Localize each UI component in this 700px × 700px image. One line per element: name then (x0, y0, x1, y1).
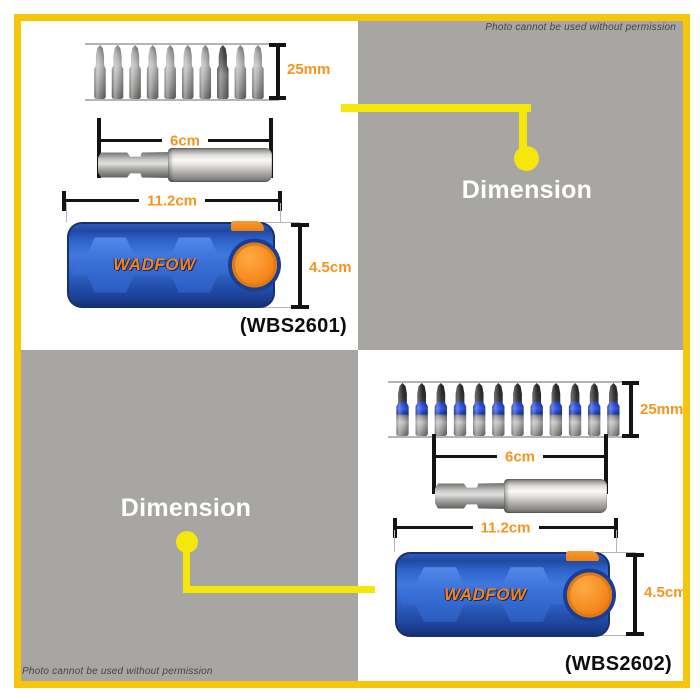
callout-connector-line (519, 104, 527, 150)
callout-connector-line (183, 586, 375, 593)
case-height-bracket (626, 553, 644, 636)
watermark-text: Photo cannot be used without permission (485, 22, 676, 33)
dimension-tick (269, 118, 273, 178)
model-number: (WBS2601) (239, 315, 347, 337)
dimension-callout-panel-bottom (21, 350, 358, 681)
screwdriver-bit (129, 45, 141, 99)
case-width-dimension: 11.2cm (62, 191, 282, 211)
callout-connector-line (341, 104, 531, 112)
case-knob (232, 242, 277, 288)
screwdriver-bit (396, 383, 409, 436)
screwdriver-bit (181, 45, 194, 99)
holder-length-dimension: 6cm (432, 434, 608, 494)
watermark-text: Photo cannot be used without permission (22, 666, 213, 677)
bits-row (395, 383, 621, 436)
screwdriver-bit (146, 45, 159, 99)
case-height-label: 4.5cm (309, 259, 352, 276)
leader-line (66, 203, 67, 222)
case-latch-tab (231, 221, 264, 231)
bits-bottom-guide-line (388, 436, 632, 438)
bit-length-label: 25mm (287, 61, 331, 78)
magnetic-bit-holder (98, 148, 272, 182)
bit-length-bracket (622, 381, 639, 438)
product-panel-wbs2601: 25mm 6cm 11.2cm WADFOW (21, 21, 358, 350)
screwdriver-bit (530, 383, 543, 436)
screwdriver-bit (588, 383, 601, 436)
screwdriver-bit (94, 45, 106, 99)
screwdriver-bit (453, 383, 467, 436)
leader-line (280, 203, 281, 222)
bits-top-guide-line (85, 43, 279, 45)
leader-line (616, 530, 617, 552)
bit-length-label: 25mm (640, 401, 684, 418)
dimension-tick (278, 191, 282, 211)
screwdriver-bit (492, 383, 505, 436)
holder-length-label: 6cm (496, 448, 544, 466)
dimension-tick (604, 434, 608, 494)
dimension-tick (432, 434, 436, 494)
screwdriver-bit (234, 45, 247, 99)
holder-length-label: 6cm (161, 132, 209, 150)
callout-dot (514, 146, 539, 171)
holder-hex-shank (435, 483, 508, 509)
dimension-tick (614, 518, 618, 538)
dimension-callout-panel-top (358, 21, 683, 350)
case-width-label: 11.2cm (138, 192, 206, 210)
case-latch-tab (566, 551, 599, 561)
screwdriver-bit (199, 45, 212, 99)
product-panel-wbs2602: 25mm 6cm 11.2cm WADFOW (358, 350, 687, 681)
case-width-dimension: 11.2cm (393, 518, 618, 538)
callout-title: Dimension (461, 176, 593, 204)
screwdriver-bit (607, 383, 620, 436)
screwdriver-bit (217, 45, 229, 99)
holder-length-dimension: 6cm (97, 118, 273, 178)
bits-row (93, 45, 265, 99)
holder-hex-shank (98, 152, 172, 178)
screwdriver-bit (252, 45, 264, 99)
leader-line (394, 530, 395, 552)
callout-dot (176, 531, 198, 553)
brand-logo: WADFOW (113, 255, 196, 274)
magnetic-bit-holder (435, 479, 607, 513)
bit-set-case: WADFOW (395, 551, 612, 637)
screwdriver-bit (164, 45, 176, 99)
screwdriver-bit (549, 383, 563, 436)
brand-logo: WADFOW (444, 584, 527, 604)
callout-connector-line (183, 551, 190, 593)
holder-sleeve (503, 479, 607, 513)
screwdriver-bit (434, 383, 447, 436)
screwdriver-bit (473, 383, 486, 436)
case-height-label: 4.5cm (644, 584, 687, 601)
screwdriver-bit (568, 383, 582, 436)
case-width-label: 11.2cm (472, 519, 539, 537)
holder-sleeve (167, 148, 272, 182)
case-knob (567, 572, 612, 617)
screwdriver-bit (111, 45, 124, 99)
screwdriver-bit (415, 383, 428, 436)
callout-title: Dimension (120, 494, 252, 522)
dimension-tick (97, 118, 101, 178)
model-number: (WBS2602) (564, 653, 672, 675)
case-height-bracket (291, 223, 309, 309)
bits-bottom-guide-line (85, 99, 279, 101)
screwdriver-bit (511, 383, 524, 436)
bit-length-bracket (269, 43, 286, 100)
bits-top-guide-line (388, 381, 632, 383)
bit-set-case: WADFOW (67, 221, 277, 308)
